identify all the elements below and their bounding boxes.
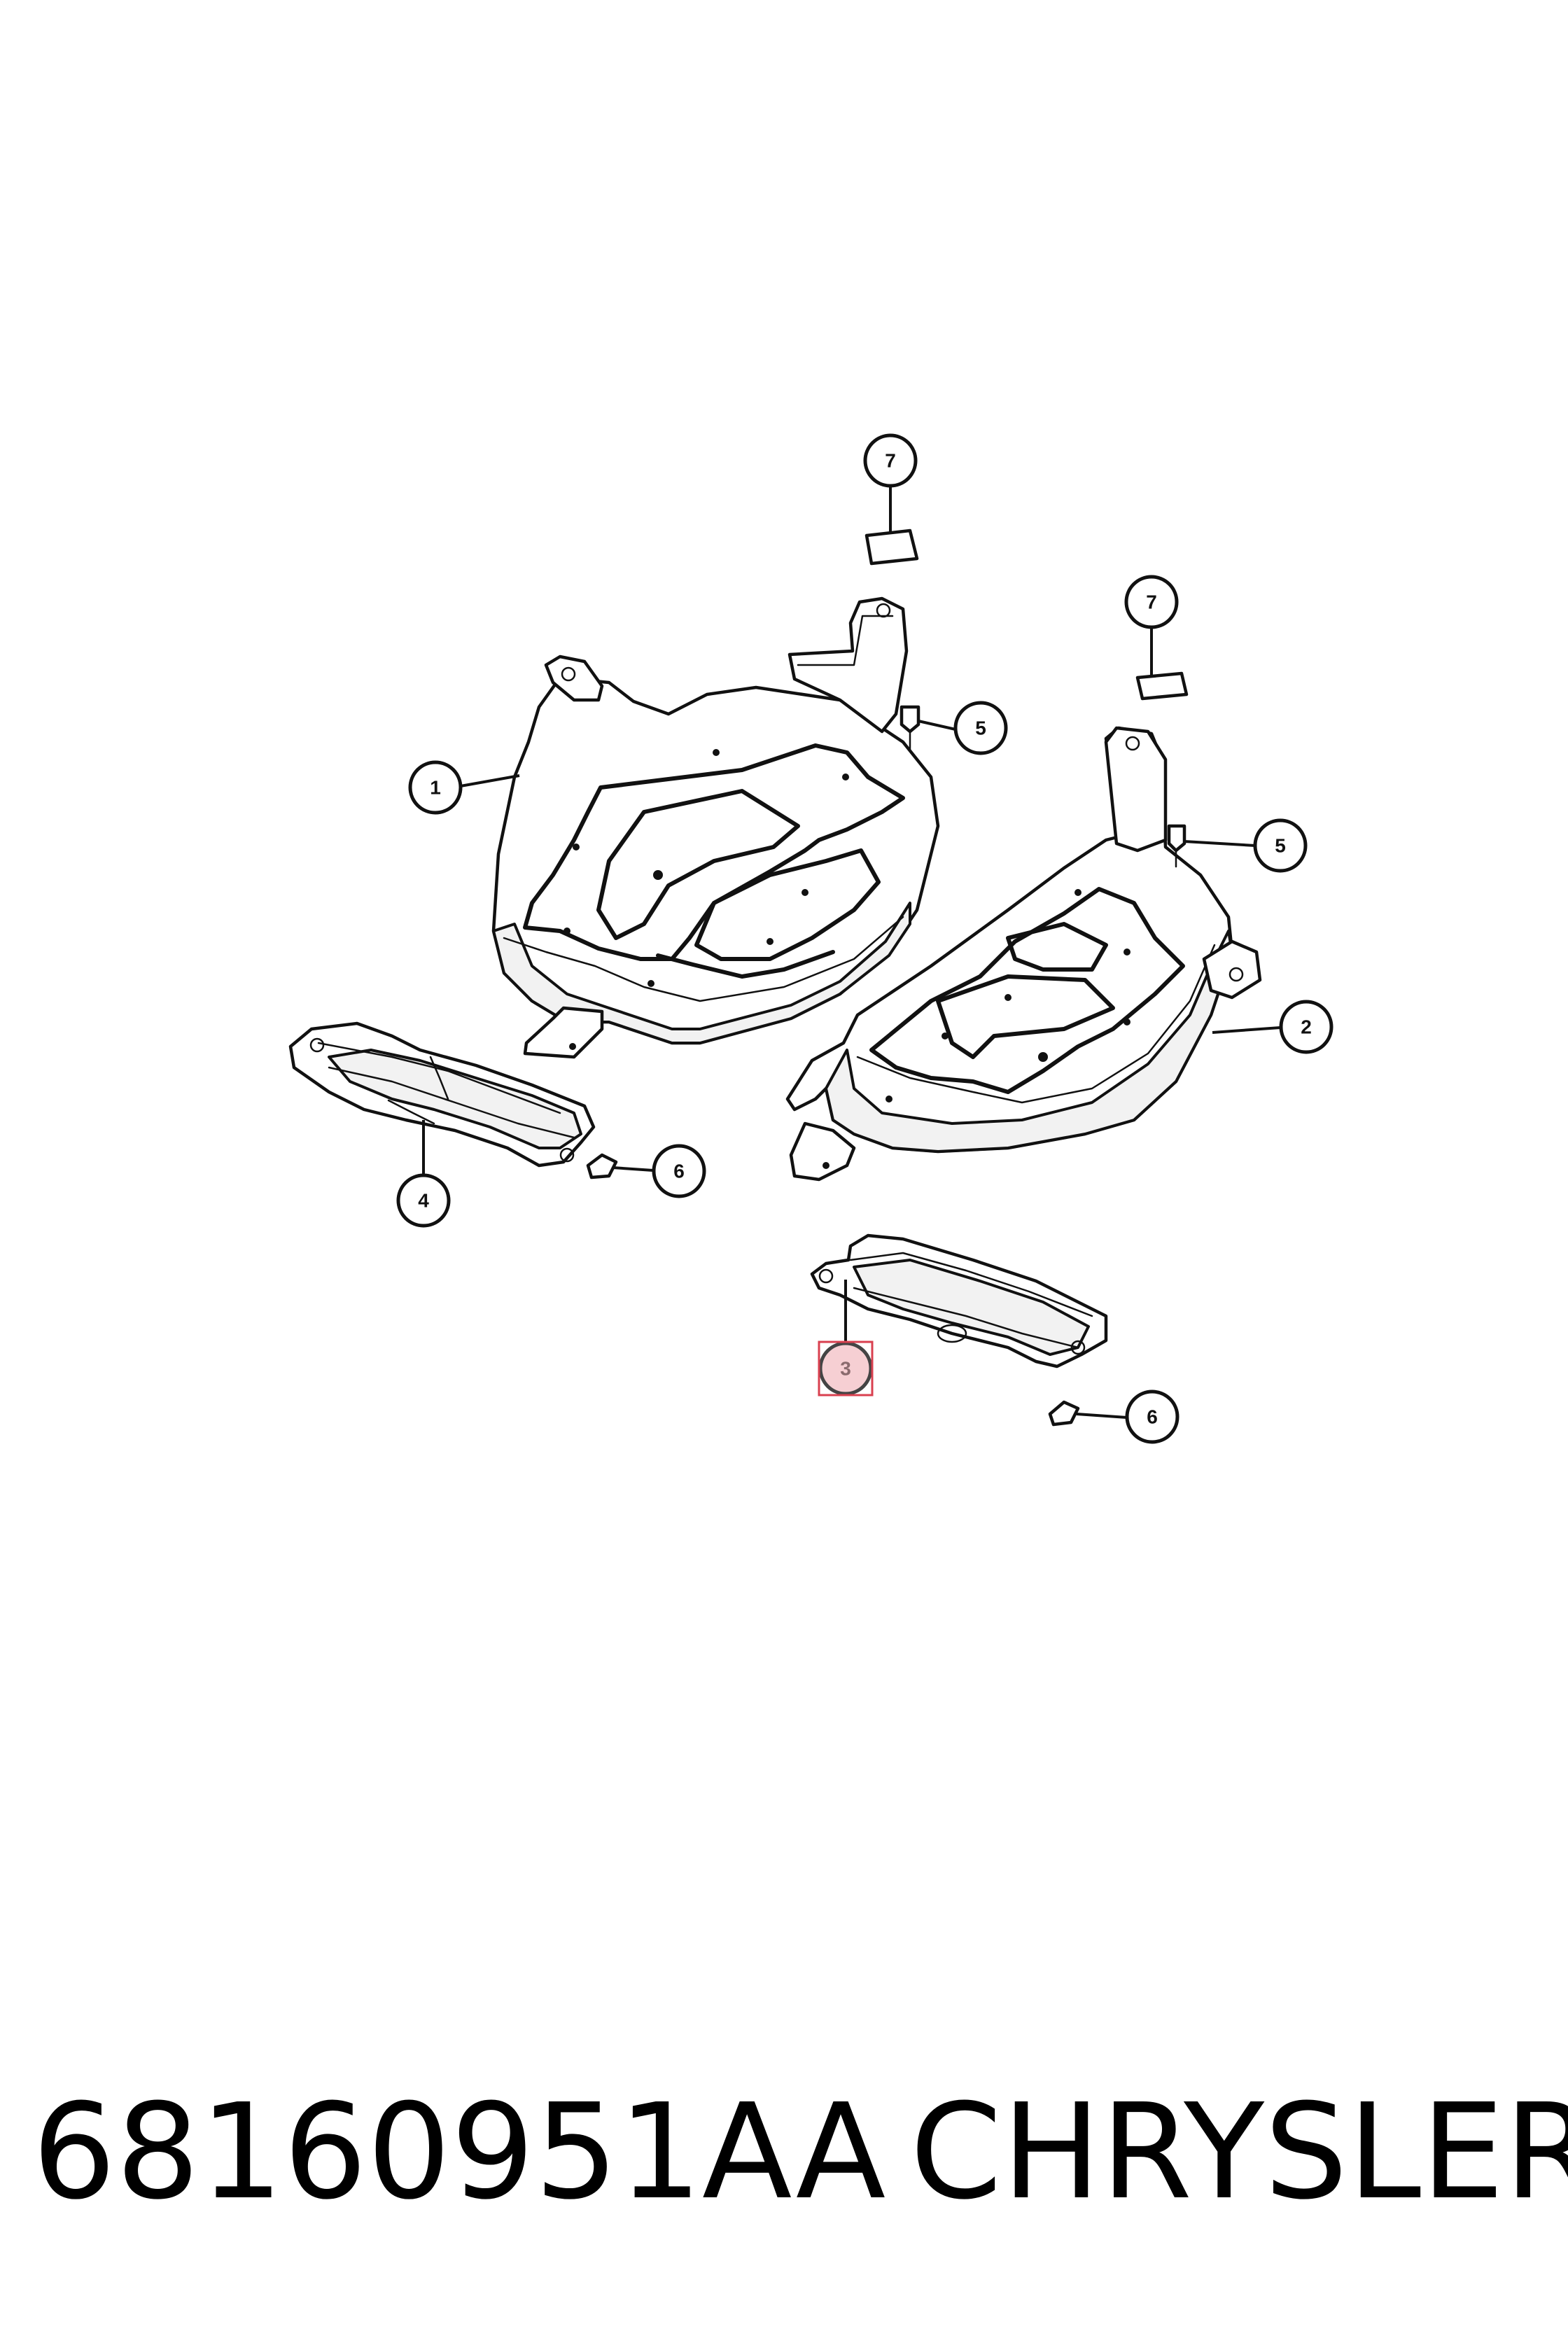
callout-6-right-label: 6 (1147, 1406, 1158, 1428)
callout-6-right[interactable]: 6 (1125, 1390, 1180, 1444)
part-number: 68160951AA (32, 2076, 886, 2229)
heat-shield-right (810, 1233, 1108, 1368)
callout-6-left-label: 6 (673, 1161, 685, 1182)
callout-3-label: 3 (840, 1358, 851, 1380)
bolt-upper-left (899, 705, 920, 750)
skid-plate-left (491, 596, 940, 1059)
callout-5-upper[interactable]: 5 (953, 701, 1008, 755)
callout-2[interactable]: 2 (1279, 1000, 1334, 1054)
brand-name: CHRYSLER (910, 2076, 1568, 2229)
callout-1-label: 1 (430, 777, 441, 799)
callout-4-label: 4 (418, 1190, 429, 1212)
callout-7-upper[interactable]: 7 (863, 433, 918, 488)
callout-4[interactable]: 4 (396, 1173, 451, 1228)
pad-right (1135, 671, 1189, 701)
callout-6-left[interactable]: 6 (652, 1144, 706, 1198)
callout-5-right[interactable]: 5 (1253, 818, 1308, 873)
skid-plate-right (785, 726, 1262, 1182)
callout-5-upper-label: 5 (975, 718, 986, 739)
callout-5-right-label: 5 (1275, 835, 1286, 857)
clip-left (586, 1153, 618, 1180)
pad-upper (864, 528, 919, 566)
callout-7-upper-label: 7 (885, 450, 896, 472)
heat-shield-left (288, 1021, 596, 1168)
bolt-upper-right (1167, 824, 1186, 868)
clip-right (1048, 1400, 1080, 1427)
callout-7-right[interactable]: 7 (1124, 575, 1179, 629)
callout-3-selection-box (818, 1340, 874, 1396)
callout-3[interactable]: 3 (818, 1340, 874, 1396)
callout-7-right-label: 7 (1146, 592, 1157, 613)
callout-2-label: 2 (1301, 1016, 1312, 1038)
callout-1[interactable]: 1 (408, 760, 463, 815)
caption: 68160951AA CHRYSLER (0, 2072, 1568, 2233)
